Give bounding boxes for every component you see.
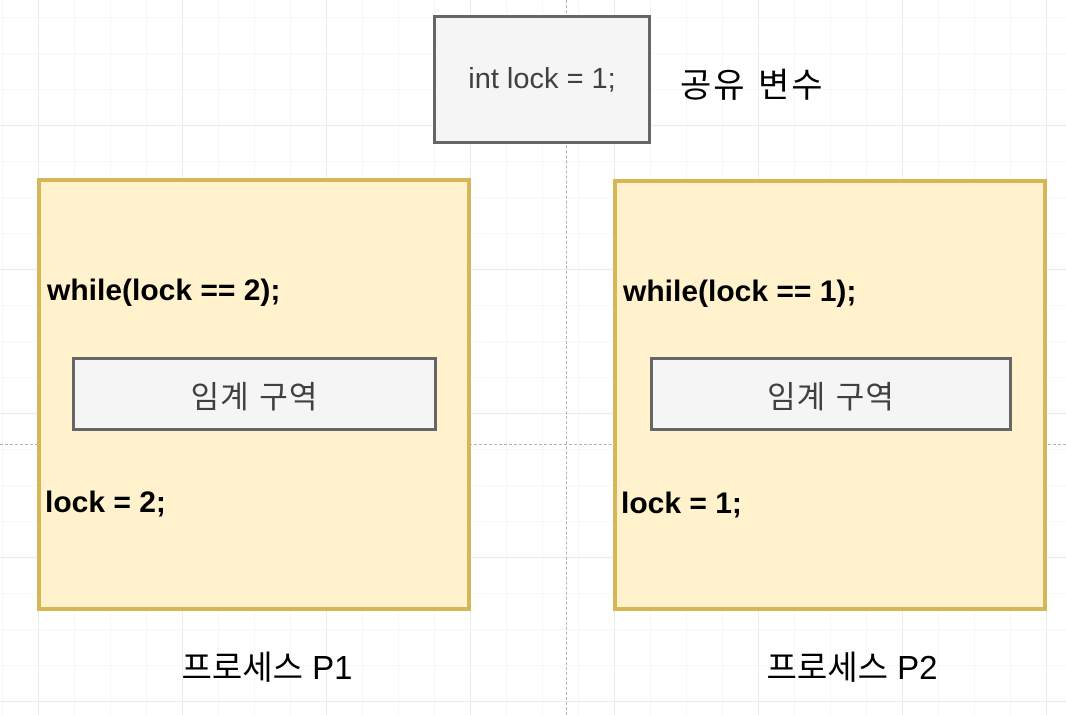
process-p1-box: while(lock == 2); 임계 구역 lock = 2; — [37, 178, 471, 611]
p2-release-statement: lock = 1; — [621, 487, 742, 520]
p1-critical-section-label: 임계 구역 — [190, 379, 319, 415]
shared-variable-box: int lock = 1; — [433, 15, 651, 144]
shared-variable-label: 공유 변수 — [680, 67, 825, 105]
page-break-horizontal-line — [0, 444, 1066, 445]
process-p2-box: while(lock == 1); 임계 구역 lock = 1; — [613, 179, 1047, 611]
process-p1-caption: 프로세스 P1 — [181, 649, 353, 686]
p2-critical-section-label: 임계 구역 — [767, 379, 895, 415]
p1-busy-wait-statement: while(lock == 2); — [47, 274, 281, 307]
page-break-vertical-line — [566, 0, 567, 715]
p1-release-statement: lock = 2; — [45, 486, 166, 519]
p1-critical-section-box: 임계 구역 — [72, 357, 437, 431]
process-p2-caption: 프로세스 P2 — [766, 649, 938, 686]
shared-variable-code: int lock = 1; — [468, 63, 616, 95]
p2-busy-wait-statement: while(lock == 1); — [623, 275, 857, 308]
p2-critical-section-box: 임계 구역 — [650, 357, 1012, 431]
